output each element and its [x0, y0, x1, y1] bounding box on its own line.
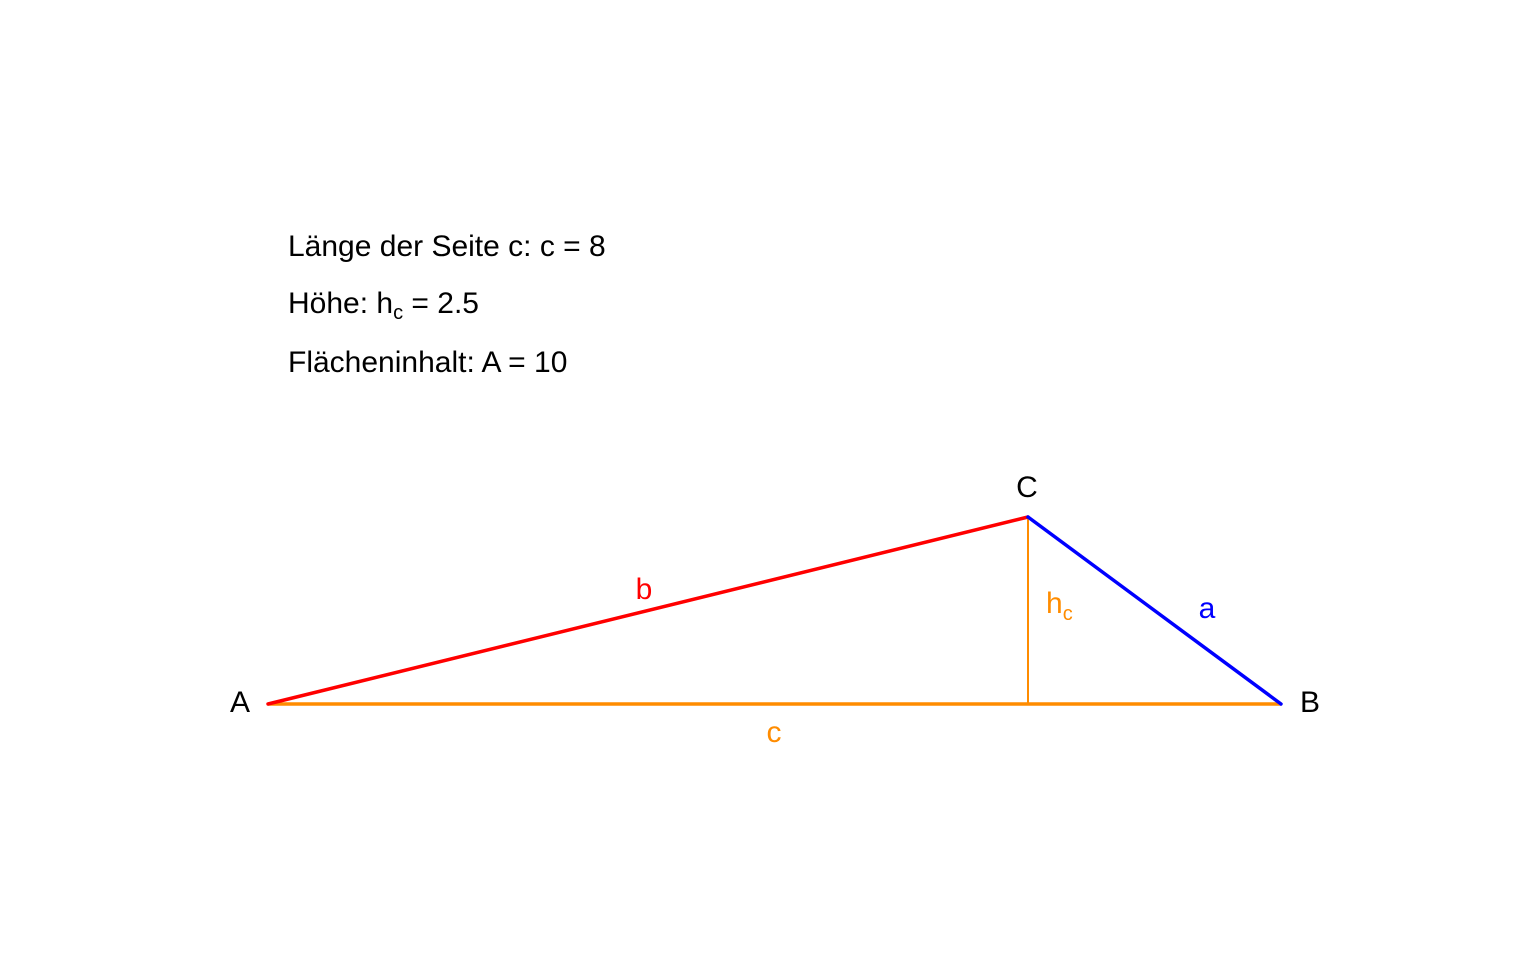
side-c-length-prefix: Länge der Seite c: c = — [288, 230, 590, 263]
area-value: 10 — [534, 346, 568, 379]
vertex-a-label: A — [230, 686, 250, 719]
height-value: 2.5 — [437, 287, 479, 320]
side-c-label: c — [767, 716, 782, 749]
side-c-length-value: 8 — [589, 230, 606, 263]
vertex-b-label: B — [1300, 686, 1320, 719]
area-prefix: Flächeninhalt: A = — [288, 346, 535, 379]
side-b-line — [266, 515, 1030, 706]
height-label-main: h — [1046, 587, 1063, 620]
height-text: Höhe: hc = 2.5 — [288, 287, 479, 324]
height-subscript: c — [393, 302, 404, 324]
side-b-label: b — [636, 573, 653, 606]
height-label-sub: c — [1063, 603, 1073, 625]
height-equals: = — [403, 287, 438, 320]
side-c-length-text: Länge der Seite c: c = 8 — [288, 232, 606, 262]
height-label: hc — [1046, 587, 1073, 625]
side-a-label: a — [1199, 592, 1216, 625]
area-text: Flächeninhalt: A = 10 — [288, 348, 567, 378]
side-a-line — [1026, 515, 1283, 706]
vertex-c-label: C — [1016, 471, 1038, 504]
height-prefix: Höhe: h — [288, 287, 394, 320]
